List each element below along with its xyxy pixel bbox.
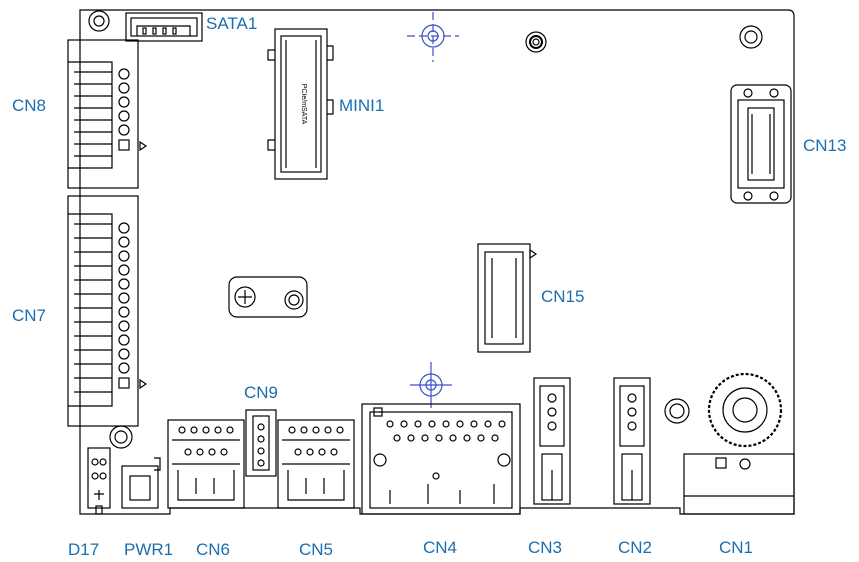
cn1-connector	[683, 372, 795, 515]
cn7-connector	[67, 195, 148, 427]
mini1-marking: PCIe/mSATA	[300, 84, 307, 125]
mounting-hole-top-left	[88, 10, 110, 32]
mounting-hole-right	[664, 398, 690, 424]
screw-mount	[228, 276, 308, 318]
label-cn7: CN7	[12, 306, 47, 325]
mounting-hole-bottom-left	[109, 425, 133, 449]
cn3-connector	[533, 377, 571, 505]
label-cn5: CN5	[299, 540, 334, 559]
mounting-hole-top-right	[739, 25, 763, 49]
label-pwr1: PWR1	[124, 540, 174, 559]
standoff-top	[525, 31, 547, 53]
mini1-slot	[267, 28, 334, 180]
label-cn15: CN15	[541, 287, 585, 306]
sata1-connector	[125, 12, 203, 42]
label-d17: D17	[68, 540, 100, 559]
label-mini1: MINI1	[339, 96, 385, 115]
label-cn9: CN9	[244, 383, 279, 402]
cn15-connector	[477, 243, 538, 353]
cn9-connector	[245, 409, 277, 477]
cn6-connector	[167, 419, 245, 509]
cn13-connector	[730, 84, 792, 204]
cn4-connector	[361, 403, 521, 515]
board-outline	[79, 9, 795, 515]
cn5-connector	[277, 419, 355, 509]
label-cn13: CN13	[803, 136, 847, 155]
pwr1-button	[121, 457, 161, 509]
label-cn3: CN3	[528, 538, 563, 557]
fiducial-bottom	[410, 362, 452, 408]
cn8-connector	[67, 39, 148, 189]
label-cn6: CN6	[196, 540, 231, 559]
cn2-connector	[613, 377, 651, 505]
label-cn2: CN2	[618, 538, 653, 557]
d17-led	[87, 447, 111, 515]
fiducial-top	[407, 12, 459, 62]
label-sata1: SATA1	[206, 14, 258, 33]
label-cn8: CN8	[12, 96, 47, 115]
label-cn1: CN1	[719, 538, 754, 557]
label-cn4: CN4	[423, 538, 458, 557]
